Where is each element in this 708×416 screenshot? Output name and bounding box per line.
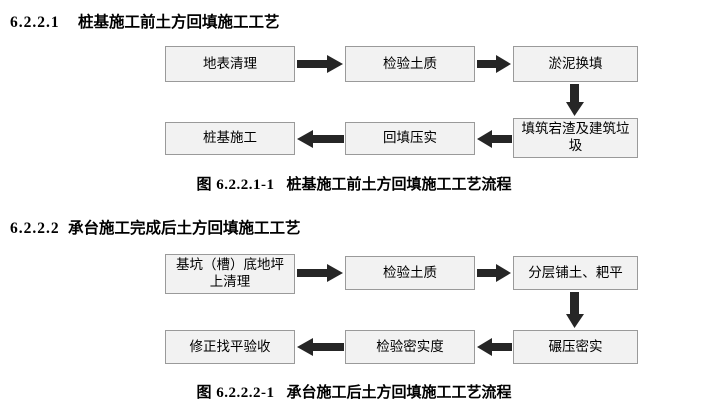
section-heading-2-number: 6.2.2.2: [10, 220, 60, 237]
figure-caption-2: 图 6.2.2.2-1 承台施工后土方回填施工工艺流程: [0, 381, 708, 402]
flow-node-pile-construction: 桩基施工: [165, 122, 295, 155]
section-heading-2: 6.2.2.2 承台施工完成后土方回填施工工艺: [10, 216, 300, 238]
arrow-right-1-2: [477, 55, 512, 73]
figure-caption-2-number: 图 6.2.2.2-1: [196, 385, 275, 401]
flow-node-layered-spreading-raking: 分层铺土、耙平: [513, 256, 638, 290]
flow-node-silt-replacement: 淤泥换填: [513, 46, 638, 82]
flow-node-backfill-compaction: 回填压实: [345, 122, 475, 155]
arrow-left-2-1: [477, 338, 512, 356]
flow-node-surface-cleaning: 地表清理: [165, 46, 295, 82]
section-heading-1-text: 桩基施工前土方回填施工工艺: [77, 14, 280, 31]
arrow-left-1-2: [297, 130, 344, 148]
figure-caption-2-text: 承台施工后土方回填施工工艺流程: [286, 384, 512, 401]
figure-caption-1-text: 桩基施工前土方回填施工工艺流程: [286, 176, 512, 193]
arrow-right-2-2: [477, 264, 512, 282]
arrow-right-2-1: [297, 264, 344, 282]
arrow-right-1-1: [297, 55, 344, 73]
flow-node-fill-rubble-debris: 填筑宕渣及建筑垃圾: [513, 118, 638, 158]
arrow-left-2-2: [297, 338, 344, 356]
section-heading-1: 6.2.2.1 桩基施工前土方回填施工工艺: [10, 10, 279, 32]
arrow-down-2-1: [566, 292, 584, 329]
section-heading-1-number: 6.2.2.1: [10, 14, 60, 31]
flow-node-soil-inspection: 检验土质: [345, 46, 475, 82]
arrow-left-1-1: [477, 130, 512, 148]
flow-node-rolling-compaction: 碾压密实: [513, 330, 638, 364]
figure-caption-1-number: 图 6.2.2.1-1: [196, 177, 275, 193]
flow-node-foundation-pit-cleaning: 基坑（槽）底地坪上清理: [165, 254, 295, 294]
figure-caption-1: 图 6.2.2.1-1 桩基施工前土方回填施工工艺流程: [0, 173, 708, 194]
flow-node-soil-inspection-2: 检验土质: [345, 256, 475, 290]
flow-node-density-inspection: 检验密实度: [345, 330, 475, 364]
arrow-down-1-1: [566, 84, 584, 117]
flow-node-correction-leveling-acceptance: 修正找平验收: [165, 330, 295, 364]
section-heading-2-text: 承台施工完成后土方回填施工工艺: [67, 220, 301, 237]
